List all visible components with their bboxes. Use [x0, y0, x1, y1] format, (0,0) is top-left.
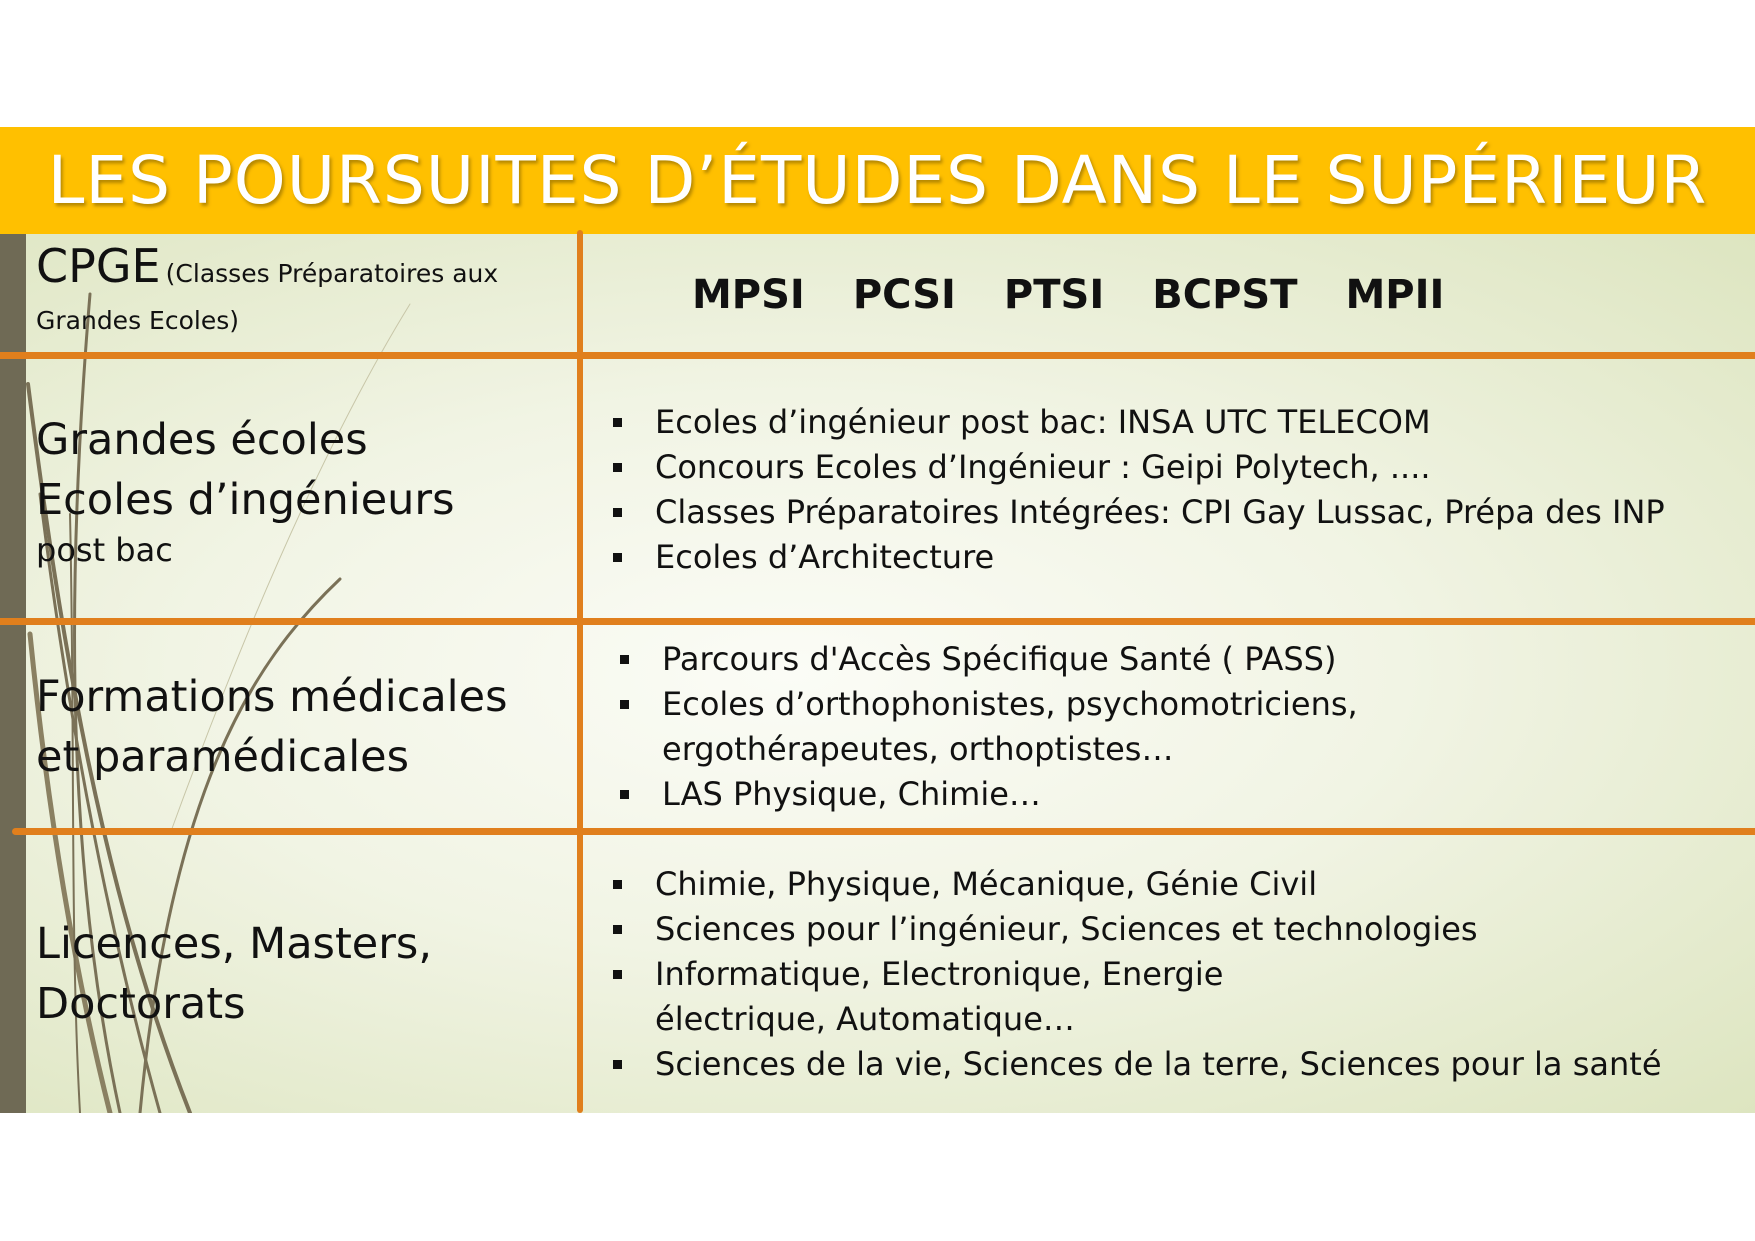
cpge-classes: MPSI PCSI PTSI BCPST MPII: [610, 272, 1715, 318]
list-item: Concours Ecoles d’Ingénieur : Geipi Poly…: [610, 445, 1715, 490]
title-banner: LES POURSUITES D’ÉTUDES DANS LE SUPÉRIEU…: [0, 127, 1755, 234]
row-label: Licences, Masters,: [36, 919, 433, 969]
row-divider: [0, 352, 1755, 359]
row-cpge: CPGE (Classes Préparatoires aux Grandes …: [0, 234, 1755, 355]
list-item: Sciences pour l’ingénieur, Sciences et t…: [610, 907, 1715, 952]
list-item: Informatique, Electronique, Energie élec…: [610, 952, 1715, 1042]
list-item: Sciences de la vie, Sciences de la terre…: [610, 1042, 1715, 1087]
row-divider: [12, 828, 1755, 835]
class-bcpst: BCPST: [1152, 271, 1298, 318]
studies-table: CPGE (Classes Préparatoires aux Grandes …: [0, 230, 1755, 1113]
cpge-label: CPGE: [36, 238, 161, 293]
grass-decoration: [26, 292, 411, 1113]
class-pcsi: PCSI: [852, 271, 956, 318]
class-ptsi: PTSI: [1003, 271, 1105, 318]
row-label: Formations médicales: [36, 671, 508, 722]
bullet-list: Chimie, Physique, Mécanique, Génie Civil…: [610, 862, 1715, 1087]
class-mpii: MPII: [1345, 271, 1445, 318]
class-mpsi: MPSI: [692, 271, 805, 318]
list-item: Ecoles d’ingénieur post bac: INSA UTC TE…: [610, 400, 1715, 445]
bullet-list: Ecoles d’ingénieur post bac: INSA UTC TE…: [610, 400, 1715, 580]
row-label: Grandes écoles: [36, 415, 368, 465]
row-divider: [0, 618, 1755, 625]
row-grandes-ecoles: Grandes écoles Ecoles d’ingénieurs post …: [0, 359, 1755, 621]
cpge-note: (Classes Préparatoires aux Grandes Ecole…: [36, 258, 499, 335]
row-label: Ecoles d’ingénieurs: [36, 475, 455, 525]
list-item: Ecoles d’Architecture: [610, 535, 1715, 580]
list-item: Classes Préparatoires Intégrées: CPI Gay…: [610, 490, 1715, 535]
row-licences: Licences, Masters, Doctorats Chimie, Phy…: [0, 835, 1755, 1113]
bullet-list: Parcours d'Accès Spécifique Santé ( PASS…: [617, 637, 1715, 817]
row-medical: Formations médicales et paramédicales Pa…: [0, 625, 1755, 828]
list-item: Parcours d'Accès Spécifique Santé ( PASS…: [617, 637, 1715, 682]
list-item: Chimie, Physique, Mécanique, Génie Civil: [610, 862, 1715, 907]
column-divider: [577, 230, 583, 1113]
row-label: et paramédicales: [36, 731, 410, 782]
row-label: Doctorats: [36, 979, 246, 1029]
list-item: Ecoles d’orthophonistes, psychomotricien…: [617, 682, 1715, 772]
page-title: LES POURSUITES D’ÉTUDES DANS LE SUPÉRIEU…: [47, 142, 1708, 219]
side-strip: [0, 234, 26, 1113]
row-sublabel: post bac: [36, 531, 173, 569]
list-item: LAS Physique, Chimie…: [617, 772, 1715, 817]
